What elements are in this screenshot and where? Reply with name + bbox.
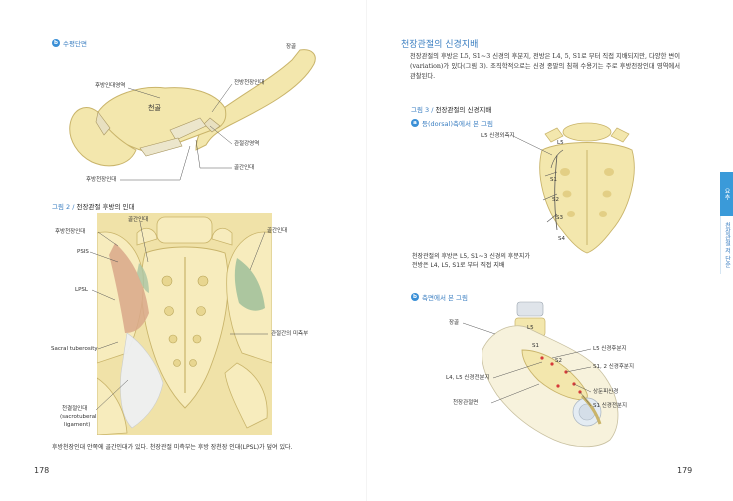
label-a-l5: L5 <box>557 140 564 146</box>
subsection-badge: b <box>52 39 60 47</box>
figure-2-caption: 후방천장인대 안쪽에 골간인대가 있다. 천장관절 미측부는 후방 장천장 인대… <box>52 444 293 451</box>
figure-3a-caption: 천장관절의 후방은 L5, S1~3 신경의 후분지가 전방은 L4, L5, … <box>412 253 530 270</box>
label-interosseous: 골간인대 <box>234 165 255 171</box>
label-b-l5: L5 <box>527 325 534 331</box>
caption-line-2: 전방은 L4, L5, S1로 부터 직접 지배 <box>412 261 505 269</box>
label-b-s1-anterior: S1 신경전분지 <box>593 403 628 409</box>
interosseous-ligament-right <box>234 258 265 311</box>
ilium-shape <box>195 49 316 151</box>
left-page: b 수평단면 장골 후방인대영역 전방천장인대 천골 관절강영역 후방천장인대 … <box>0 0 366 501</box>
subsection-badge: b <box>411 293 419 301</box>
label2-sacrotuberous-1: 천결절인대 <box>62 406 88 412</box>
label2-interosseous: 골간인대 <box>128 217 149 223</box>
subsection-b-heading: b 수평단면 <box>52 38 87 48</box>
label-b-ilium: 장골 <box>449 320 460 326</box>
label-b-sacroiliac-joint: 천장관절면 <box>453 400 479 406</box>
caption-line-1: 천장관절의 후방은 L5, S1~3 신경의 후분지가 <box>412 253 530 260</box>
side-tab-label: 천장관절 저 단순 <box>723 222 731 268</box>
left-ilium-shape <box>69 107 137 167</box>
label-a-l5-nerve: L5 신경외측지 <box>481 133 515 139</box>
book-gutter <box>365 0 368 501</box>
figure-2-title: 그림 2 / 천장관절 후방의 인대 <box>52 201 134 211</box>
label2-sacrotuberous-2: (sacrotuberal <box>60 414 97 420</box>
label-posterior-interosseous: 후방인대영역 <box>95 83 126 89</box>
horizontal-section-diagram <box>69 49 316 181</box>
lateral-pelvis-diagram <box>482 301 619 448</box>
label-b-l45-anterior: L4, L5 신경전분지 <box>446 375 490 381</box>
label-b-l5-posterior: L5 신경후분지 <box>593 346 627 352</box>
label2-sacrotuberous-3: ligament) <box>64 422 91 428</box>
label2-joint-end: 관절간의 미측부 <box>271 331 309 337</box>
figure-number: 그림 2 / <box>52 203 75 211</box>
page-number-left: 178 <box>34 466 50 475</box>
label2-psis: PSIS <box>77 249 89 255</box>
figure-number: 그림 3 / <box>411 106 434 114</box>
label-a-s1: S1 <box>550 177 557 183</box>
label-a-s3: S3 <box>556 215 563 221</box>
dorsal-sacrum-diagram <box>539 122 635 254</box>
figure-title-text: 천장관절의 신경지배 <box>435 106 492 114</box>
body-paragraph: 천장관절의 후방은 L5, S1~3 신경의 후분지, 전방은 L4, 5, S… <box>410 53 680 80</box>
label-posterior-sacroiliac: 후방천장인대 <box>86 177 117 183</box>
figure-3-title: 그림 3 / 천장관절의 신경지배 <box>411 104 491 114</box>
label-ilium: 장골 <box>286 44 297 50</box>
label-joint-space: 관절강영역 <box>234 141 260 147</box>
page-number-right: 179 <box>677 466 693 475</box>
subsection-a-heading: a 등(dorsal)측에서 본 그림 <box>411 118 493 128</box>
posterior-ligaments-diagram <box>97 213 272 435</box>
label-sacrum: 천골 <box>148 104 161 112</box>
label2-sacral-tuberosity: Sacral tuberosity <box>51 346 98 352</box>
label-b-superior-gluteal: 상둔피신경 <box>593 389 619 395</box>
section-title: 천장관절의 신경지배 <box>401 40 479 50</box>
figure-title-text: 천장관절 후방의 인대 <box>76 203 135 211</box>
label-a-s2: S2 <box>552 197 559 203</box>
label-b-s12-posterior: S1, 2 신경후분지 <box>593 364 635 370</box>
label-a-s4: S4 <box>558 236 565 242</box>
side-tab-lumbar[interactable]: 요추 <box>720 172 733 216</box>
subsection-title: 등(dorsal)측에서 본 그림 <box>422 120 494 128</box>
label2-interosseous-right: 골간인대 <box>267 228 288 234</box>
posterior-sacroiliac-ligament <box>109 243 149 333</box>
subsection-title: 측면에서 본 그림 <box>422 294 468 302</box>
subsection-title: 수평단면 <box>63 40 87 48</box>
subsection-badge: a <box>411 119 419 127</box>
label-b-s2: S2 <box>555 358 562 364</box>
subsection-b-heading: b 측면에서 본 그림 <box>411 292 468 302</box>
label2-posterior-sacroiliac: 후방천장인대 <box>55 229 86 235</box>
label2-lpsl: LPSL <box>75 287 88 293</box>
side-tab-label: 요추 <box>723 188 730 200</box>
side-tab-sacroiliac[interactable]: 천장관절 저 단순 <box>720 216 733 274</box>
label-b-s1: S1 <box>532 343 539 349</box>
label-anterior-sacroiliac: 전방천장인대 <box>234 80 265 86</box>
right-page: 천장관절의 신경지배 천장관절의 후방은 L5, S1~3 신경의 후분지, 전… <box>367 0 733 501</box>
